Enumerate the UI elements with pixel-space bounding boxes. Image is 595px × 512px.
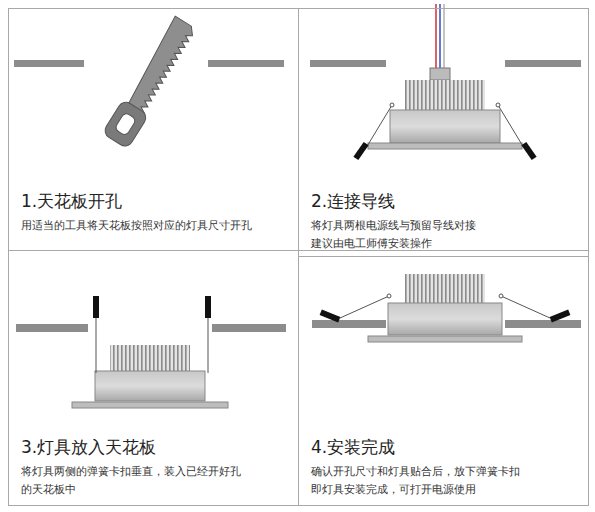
step-heading: 2.连接导线 <box>311 191 483 211</box>
step-text: 4.安装完成确认开孔尺寸和灯具贴合后，放下弹簧卡扣 即灯具安装完成，可打开电源使… <box>311 437 527 499</box>
step-panel: 3.灯具放入天花板将灯具两侧的弹簧卡扣垂直，装入已经开好孔 的天花板中 <box>8 250 299 506</box>
step-text: 1.天花板开孔用适当的工具将天花板按照对应的灯具尺寸开孔 <box>21 191 301 235</box>
step-text: 3.灯具放入天花板将灯具两侧的弹簧卡扣垂直，装入已经开好孔 的天花板中 <box>21 437 249 499</box>
downlight <box>353 80 536 160</box>
ceiling-board <box>16 324 286 332</box>
step-panel: 4.安装完成确认开孔尺寸和灯具贴合后，放下弹簧卡扣 即灯具安装完成，可打开电源使… <box>298 250 589 506</box>
downlight <box>72 296 228 408</box>
step-heading: 1.天花板开孔 <box>21 191 301 211</box>
step-description: 将灯具两根电源线与预留导线对接 建议由电工师傅安装操作 <box>311 217 483 252</box>
step-description: 确认开孔尺寸和灯具贴合后，放下弹簧卡扣 即灯具安装完成，可打开电源使用 <box>311 463 527 498</box>
step-text: 2.连接导线将灯具两根电源线与预留导线对接 建议由电工师傅安装操作 <box>311 191 483 253</box>
step-heading: 4.安装完成 <box>311 437 527 457</box>
power-wires <box>430 4 450 80</box>
step-heading: 3.灯具放入天花板 <box>21 437 249 457</box>
ceiling-board <box>310 60 581 67</box>
step-panel: 2.连接导线将灯具两根电源线与预留导线对接 建议由电工师傅安装操作 <box>298 8 589 257</box>
saw <box>102 16 201 149</box>
downlight <box>320 274 571 342</box>
step-description: 用适当的工具将天花板按照对应的灯具尺寸开孔 <box>21 217 301 235</box>
step-description: 将灯具两侧的弹簧卡扣垂直，装入已经开好孔 的天花板中 <box>21 463 249 498</box>
step-panel: 1.天花板开孔用适当的工具将天花板按照对应的灯具尺寸开孔 <box>8 8 299 251</box>
